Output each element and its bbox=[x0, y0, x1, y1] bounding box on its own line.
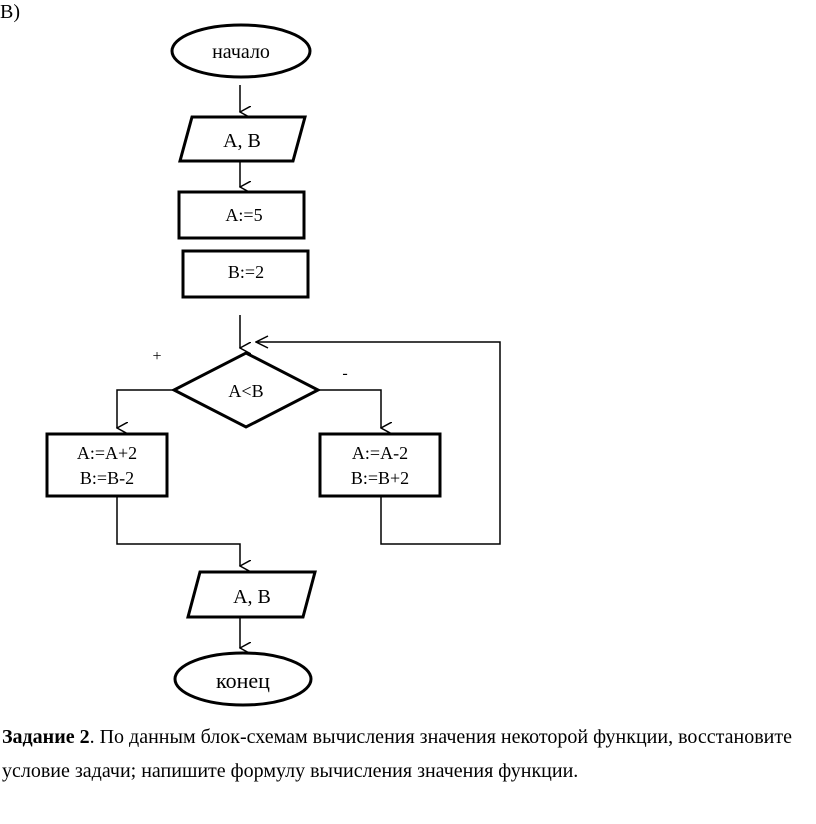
start-terminal bbox=[170, 23, 312, 79]
yes-process-block bbox=[45, 432, 169, 498]
condition-label: А<В bbox=[228, 381, 263, 401]
yes-sign: + bbox=[152, 348, 161, 365]
yes-branch-line bbox=[117, 389, 174, 428]
input-label: А, В bbox=[223, 130, 261, 152]
no-sign: - bbox=[342, 365, 347, 382]
task-title: Задание 2 bbox=[2, 726, 90, 748]
end-terminal bbox=[173, 651, 313, 707]
assign-b-block bbox=[181, 249, 310, 299]
assign-b-label: В:=2 bbox=[228, 262, 264, 282]
yes-line-2: В:=В-2 bbox=[80, 468, 134, 488]
merge-line bbox=[116, 496, 240, 566]
output-block bbox=[186, 570, 317, 619]
start-label: начало bbox=[212, 41, 270, 63]
end-label: конец bbox=[216, 668, 270, 693]
assign-a-label: А:=5 bbox=[225, 205, 262, 225]
no-line-2: В:=В+2 bbox=[351, 468, 409, 488]
decision-block bbox=[170, 351, 322, 429]
assign-a-block bbox=[177, 190, 306, 240]
no-process-block bbox=[318, 432, 442, 498]
variant-label: В) bbox=[0, 1, 20, 23]
no-branch-line bbox=[318, 389, 381, 428]
task-caption: Задание 2. По данным блок-схемам вычисле… bbox=[2, 720, 812, 788]
input-block bbox=[178, 115, 307, 163]
task-text: . По данным блок-схемам вычисления значе… bbox=[2, 726, 792, 782]
yes-line-1: А:=А+2 bbox=[77, 443, 137, 463]
output-label: А, В bbox=[233, 586, 271, 608]
flowchart: В) начало А, В А:=5 В:=2 А<В + - А:=А+2 bbox=[0, 1, 501, 707]
loop-back-line bbox=[256, 342, 501, 545]
no-line-1: А:=А-2 bbox=[352, 443, 408, 463]
